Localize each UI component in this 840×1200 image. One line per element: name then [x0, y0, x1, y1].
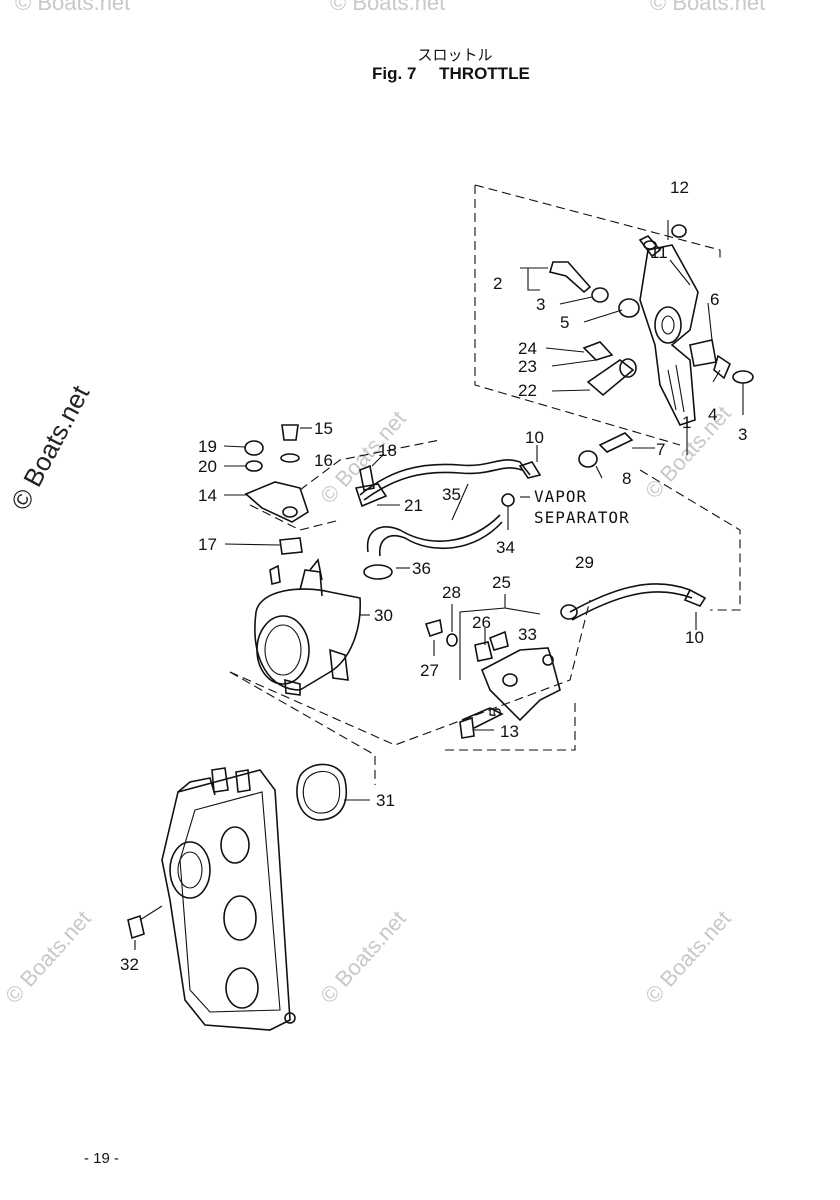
callout-33: 33: [518, 625, 537, 644]
callout-14: 14: [198, 486, 217, 505]
figure-number: Fig. 7: [372, 64, 417, 83]
throttle-lever-assembly: [548, 224, 754, 468]
watermark-tile: © Boats.net: [640, 906, 736, 1008]
gasket: [296, 763, 347, 821]
watermarks: © Boats.net © Boats.net © Boats.net © Bo…: [0, 0, 765, 1008]
intake-manifold: [127, 767, 296, 1031]
callout-4: 4: [708, 405, 717, 424]
vapor-separator-line2: SEPARATOR: [534, 508, 630, 527]
callout-21: 21: [404, 496, 423, 515]
figure-name: THROTTLE: [439, 64, 530, 83]
watermark-tile: © Boats.net: [15, 0, 130, 15]
callout-7: 7: [656, 440, 665, 459]
watermark-main: © Boats.net: [5, 380, 96, 515]
callout-35: 35: [442, 485, 461, 504]
callout-12: 12: [670, 178, 689, 197]
callout-3: 3: [738, 425, 747, 444]
callout-11: 11: [650, 243, 668, 262]
lever-bracket-assembly: [244, 424, 388, 555]
callout-31: 31: [376, 791, 395, 810]
callout-3: 3: [536, 295, 545, 314]
callout-13: 13: [500, 722, 519, 741]
callout-27: 27: [420, 661, 439, 680]
page-number: - 19 -: [84, 1150, 120, 1167]
callout-19: 19: [198, 437, 217, 456]
callout-28: 28: [442, 583, 461, 602]
callout-5: 5: [486, 708, 505, 717]
callout-10: 10: [685, 628, 704, 647]
vapor-separator-label: VAPOR SEPARATOR: [520, 487, 630, 527]
callout-numbers: 1 2 3 3 4 5 5 6 7 8 10 10 11 12 13 14 15…: [120, 178, 747, 974]
sensor-bracket-assembly: [424, 618, 561, 739]
callout-1: 1: [682, 413, 691, 432]
callout-10: 10: [525, 428, 544, 447]
callout-15: 15: [314, 419, 333, 438]
callout-2: 2: [493, 274, 502, 293]
callout-16: 16: [314, 451, 333, 470]
watermark-tile: © Boats.net: [650, 0, 765, 15]
callout-8: 8: [622, 469, 631, 488]
figure-title: Fig. 7 THROTTLE: [372, 64, 530, 84]
watermark-tile: © Boats.net: [315, 906, 411, 1008]
callout-36: 36: [412, 559, 431, 578]
throttle-links: [359, 459, 707, 621]
callout-18: 18: [378, 441, 397, 460]
callout-5: 5: [560, 313, 569, 332]
watermark-tile: © Boats.net: [330, 0, 445, 15]
title-japanese: スロットル: [417, 46, 493, 64]
callout-30: 30: [374, 606, 393, 625]
callout-22: 22: [518, 381, 537, 400]
callout-29: 29: [575, 553, 594, 572]
callout-32: 32: [120, 955, 139, 974]
watermark-tile: © Boats.net: [0, 906, 96, 1008]
callout-23: 23: [518, 357, 537, 376]
throttle-body: [254, 558, 361, 696]
callout-20: 20: [198, 457, 217, 476]
callout-34: 34: [496, 538, 515, 557]
assembly-outlines: [229, 184, 741, 785]
callout-6: 6: [710, 290, 719, 309]
callout-17: 17: [198, 535, 217, 554]
leader-lines: [134, 220, 744, 950]
vapor-separator-line1: VAPOR: [534, 487, 587, 506]
callout-26: 26: [472, 613, 491, 632]
callout-24: 24: [518, 339, 537, 358]
callout-25: 25: [492, 573, 511, 592]
